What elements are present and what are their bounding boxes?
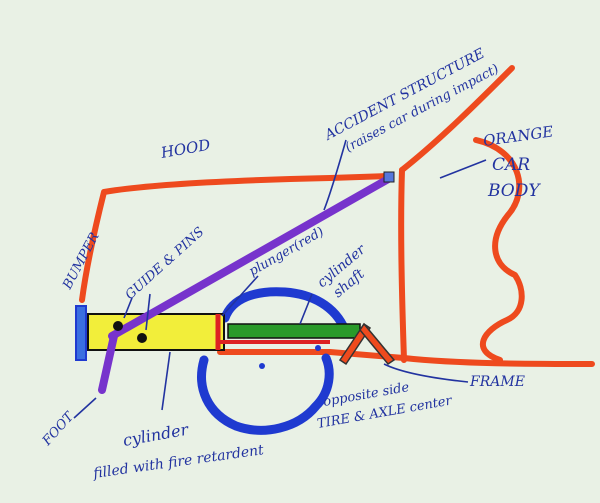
cylinder-shaft <box>227 323 361 339</box>
label-orange-3: BODY <box>487 181 541 201</box>
label-cylinder-1: cylinder <box>121 420 191 450</box>
hood-line <box>79 173 391 303</box>
label-foot: FOOT <box>39 409 78 450</box>
leader-lines <box>73 139 487 419</box>
windshield-line <box>399 65 515 173</box>
leader-accident <box>323 139 347 211</box>
leader-foot <box>73 397 97 419</box>
structure-top-pin <box>383 171 395 183</box>
tire-arc <box>197 287 350 435</box>
guide-pin-2 <box>137 333 147 343</box>
label-frame: FRAME <box>469 374 525 390</box>
label-orange-1: ORANGE <box>482 122 554 150</box>
label-cylinder-2: filled with fire retardent <box>91 442 265 482</box>
leader-guide <box>123 297 133 319</box>
guide-pin-1 <box>113 321 123 331</box>
leader-frame <box>383 363 469 383</box>
leader-orange <box>439 159 487 179</box>
leader-guide-2 <box>145 293 151 331</box>
body-column <box>398 167 407 363</box>
label-orange-2: CAR <box>492 155 530 175</box>
car-body-outline <box>79 65 595 367</box>
label-hood: HOOD <box>159 136 212 163</box>
tire-upper-arc <box>220 287 350 335</box>
leader-plunger <box>221 275 259 317</box>
label-bumper: BUMPER <box>60 230 103 293</box>
structure-diagonal <box>108 174 394 340</box>
leader-shaft <box>299 293 313 325</box>
frame-bracket <box>338 322 396 366</box>
body-rear-curve <box>473 137 525 363</box>
bracket-right <box>359 322 396 366</box>
axle-center-dot <box>259 363 265 369</box>
leader-cylinder <box>161 351 171 411</box>
axle-center-dot-2 <box>315 345 321 351</box>
tire-lower-arc <box>197 353 334 435</box>
bumper <box>75 305 87 361</box>
frame-rail <box>217 349 595 367</box>
structure-foot-leg <box>98 332 118 394</box>
accident-structure <box>98 174 394 394</box>
